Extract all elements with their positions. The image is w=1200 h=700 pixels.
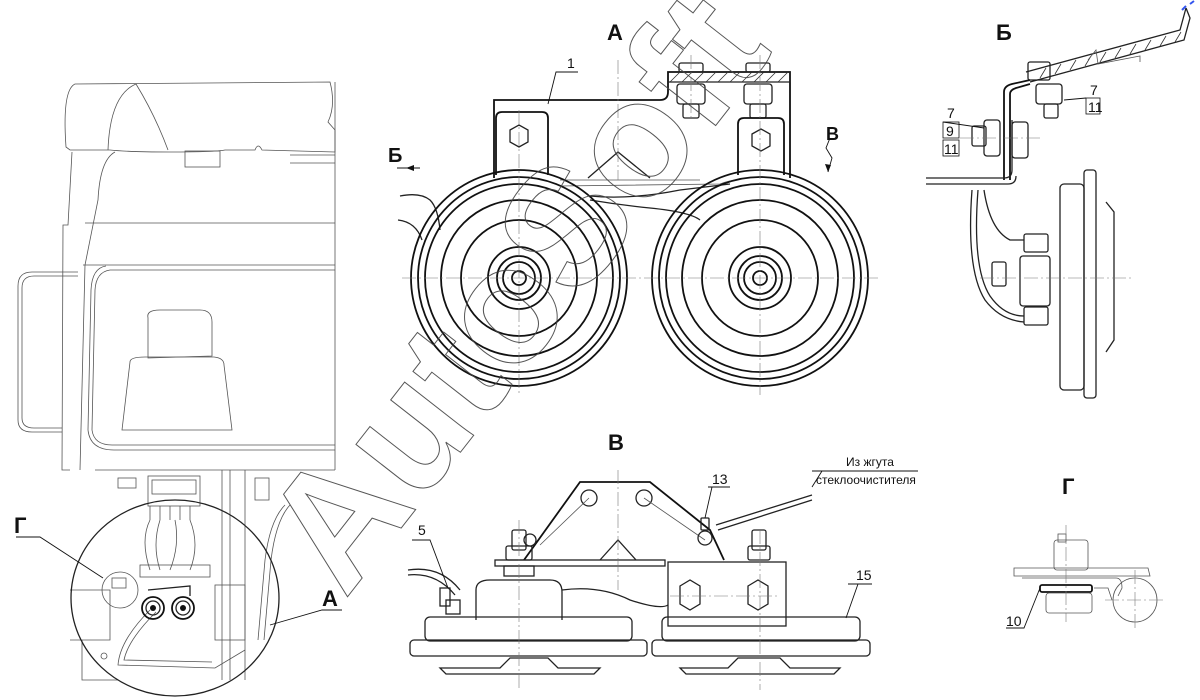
watermark-text: AutoSoft [228, 0, 802, 622]
view-title-a: А [607, 20, 623, 45]
note-line-1: Из жгута [846, 455, 894, 469]
cab-overview [16, 81, 342, 697]
overview-horns [141, 585, 195, 620]
position-15: 15 [856, 567, 872, 583]
position-9: 9 [946, 123, 954, 139]
view-title-v: В [608, 430, 624, 455]
bracket-hatch [669, 71, 789, 83]
position-7: 7 [947, 105, 955, 121]
section-mark-v: В [826, 124, 839, 144]
watermark: AutoSoft [227, 0, 802, 622]
view-g [1006, 525, 1166, 630]
position-13: 13 [712, 471, 728, 487]
note-line-2: стеклоочистителя [816, 473, 916, 487]
callout-label-a: А [322, 586, 338, 611]
view-b [926, 0, 1195, 399]
detail-circle-g [101, 571, 139, 609]
position-11: 11 [944, 141, 959, 157]
view-v [407, 470, 918, 690]
position-5: 5 [418, 522, 426, 538]
position-10: 10 [1006, 613, 1022, 629]
callout-label-g: Г [14, 513, 27, 538]
view-title-b: Б [996, 20, 1012, 45]
detail-circle-a [70, 499, 280, 697]
view-a [397, 55, 880, 395]
section-mark-b: Б [388, 145, 402, 167]
position-1: 1 [567, 55, 575, 71]
position-7-top: 7 [1090, 82, 1098, 98]
view-title-g: Г [1062, 474, 1075, 499]
position-11-top: 11 [1088, 99, 1103, 115]
